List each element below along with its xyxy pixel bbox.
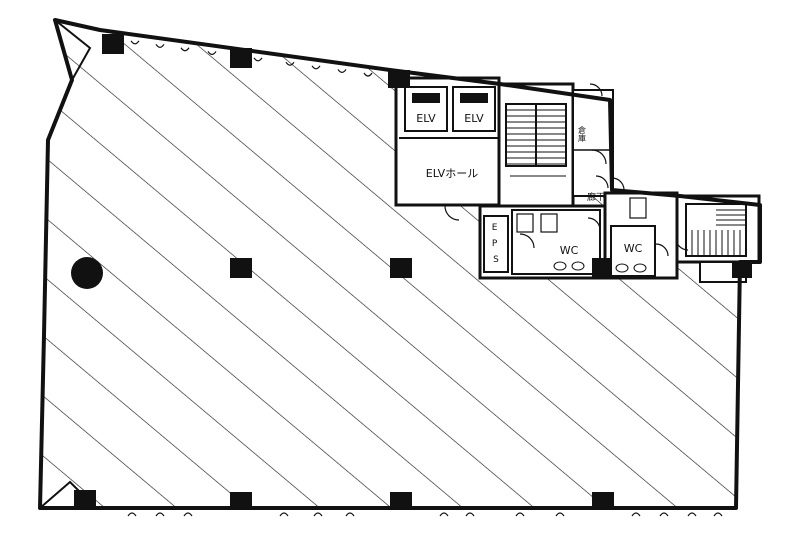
eps-letter-p: P: [492, 239, 498, 249]
wc-2: WC: [610, 197, 656, 277]
column: [388, 70, 410, 88]
eps-letter-e: E: [492, 223, 498, 233]
window-tick: [659, 512, 669, 517]
window-ticks: [127, 40, 723, 517]
elevator-1: ELV: [404, 86, 448, 132]
secondary-stair: [685, 203, 747, 257]
window-tick: [311, 65, 321, 70]
column: [230, 492, 252, 508]
wc-1-label: WC: [560, 244, 579, 257]
column: [390, 492, 412, 508]
window-tick: [363, 72, 373, 77]
window-tick: [253, 57, 263, 62]
round-column: [71, 257, 103, 289]
elevator-2: ELV: [452, 86, 496, 132]
window-tick: [183, 512, 193, 517]
wc-1: WC: [511, 209, 601, 275]
eps-shaft: E P S: [483, 215, 509, 273]
door-swings: [444, 83, 689, 257]
window-tick: [127, 512, 137, 517]
eps-letter-s: S: [493, 255, 499, 265]
window-tick: [313, 512, 323, 517]
column: [732, 262, 752, 278]
window-tick: [631, 512, 641, 517]
window-tick: [713, 512, 723, 517]
column: [230, 258, 252, 278]
window-tick: [155, 43, 165, 48]
window-tick: [515, 512, 525, 517]
main-stair: [505, 103, 567, 177]
storage-label: 倉庫: [578, 125, 587, 143]
window-tick: [285, 61, 295, 66]
window-tick: [465, 512, 475, 517]
column: [592, 258, 612, 278]
corridor-label: 廊下: [587, 191, 605, 203]
column: [102, 34, 124, 54]
wc-2-label: WC: [624, 242, 643, 255]
window-tick: [279, 512, 289, 517]
elevator-2-label: ELV: [464, 112, 484, 125]
window-tick: [439, 512, 449, 517]
window-tick: [555, 512, 565, 517]
window-tick: [180, 47, 190, 52]
elevator-1-label: ELV: [416, 112, 436, 125]
window-tick: [345, 512, 355, 517]
column: [592, 492, 614, 508]
structural-columns: [71, 34, 752, 508]
window-tick: [155, 512, 165, 517]
eps-label: E P S: [492, 223, 501, 265]
column: [390, 258, 412, 278]
window-tick: [130, 40, 140, 45]
window-tick: [337, 69, 347, 73]
window-tick: [687, 512, 697, 517]
column: [230, 48, 252, 68]
window-tick: [207, 51, 217, 56]
elevator-hall-label: ELVホール: [426, 167, 478, 180]
column: [74, 490, 96, 508]
